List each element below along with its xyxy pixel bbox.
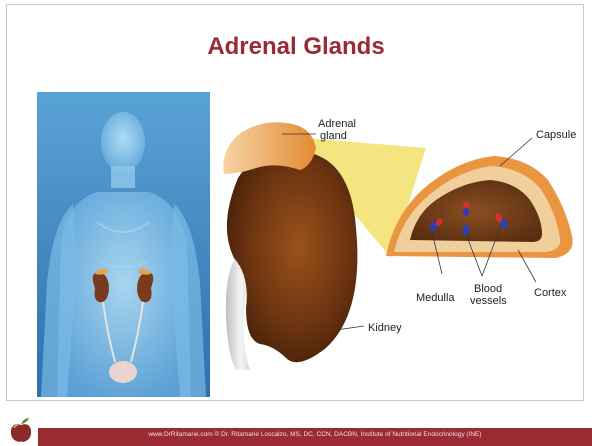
slide-title: Adrenal Glands xyxy=(0,33,592,61)
label-adrenal-gland-line2: gland xyxy=(320,130,347,142)
label-medulla: Medulla xyxy=(416,292,455,304)
human-body-illustration xyxy=(37,92,210,397)
label-blood-vessels-line2: vessels xyxy=(470,295,507,307)
footer-copyright: www.DrRitamarie.com © Dr. Ritamarie Losc… xyxy=(38,431,592,438)
label-capsule: Capsule xyxy=(536,129,576,141)
kidney xyxy=(227,152,358,363)
label-cortex: Cortex xyxy=(534,287,567,299)
label-kidney: Kidney xyxy=(368,322,402,334)
apple-logo-icon xyxy=(9,416,33,444)
label-blood-vessels-line1: Blood xyxy=(474,283,502,295)
label-adrenal-gland-line1: Adrenal xyxy=(318,118,356,130)
adrenal-cross-section-diagram: Adrenal gland Capsule Medulla Blood vess… xyxy=(216,108,586,388)
